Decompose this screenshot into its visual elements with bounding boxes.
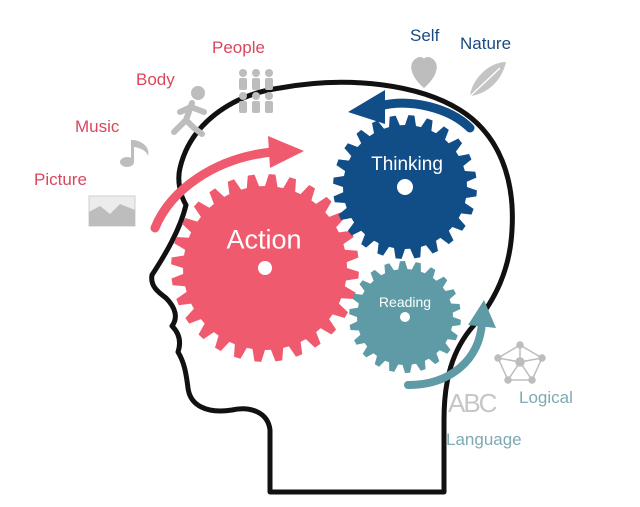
- reading-gear-hole: [400, 312, 410, 322]
- blue-arrow: [375, 98, 475, 133]
- red-arrow-head: [268, 136, 304, 168]
- red-arrow: [150, 147, 277, 233]
- reading-gear-label: Reading: [378, 294, 432, 310]
- picture-label: Picture: [34, 170, 87, 189]
- network-icon: [494, 341, 546, 384]
- logical-label: Logical: [519, 388, 573, 407]
- people-icon: [239, 69, 273, 113]
- heart-icon: [411, 57, 437, 88]
- leaf-icon: [465, 62, 506, 101]
- nature-label: Nature: [460, 34, 512, 53]
- thinking-gear-label: Thinking: [371, 154, 443, 175]
- abc-icon: ABC: [448, 388, 498, 428]
- picture-icon: [88, 195, 136, 227]
- blue-arrow-head: [348, 90, 385, 124]
- thinking-gear-hole: [397, 179, 413, 195]
- language-label: Language: [446, 430, 522, 449]
- body-label: Body: [136, 70, 175, 89]
- self-label: Self: [410, 26, 440, 45]
- music-note-icon: [120, 140, 149, 167]
- music-label: Music: [75, 117, 120, 136]
- action-gear-label: Action: [226, 224, 302, 255]
- action-gear-hole: [258, 261, 272, 275]
- people-label: People: [212, 38, 265, 57]
- abc-letters: ABC: [448, 388, 497, 418]
- teal-arrow: [404, 318, 486, 389]
- running-person-icon: [171, 86, 207, 137]
- teal-arrow-head: [468, 300, 496, 328]
